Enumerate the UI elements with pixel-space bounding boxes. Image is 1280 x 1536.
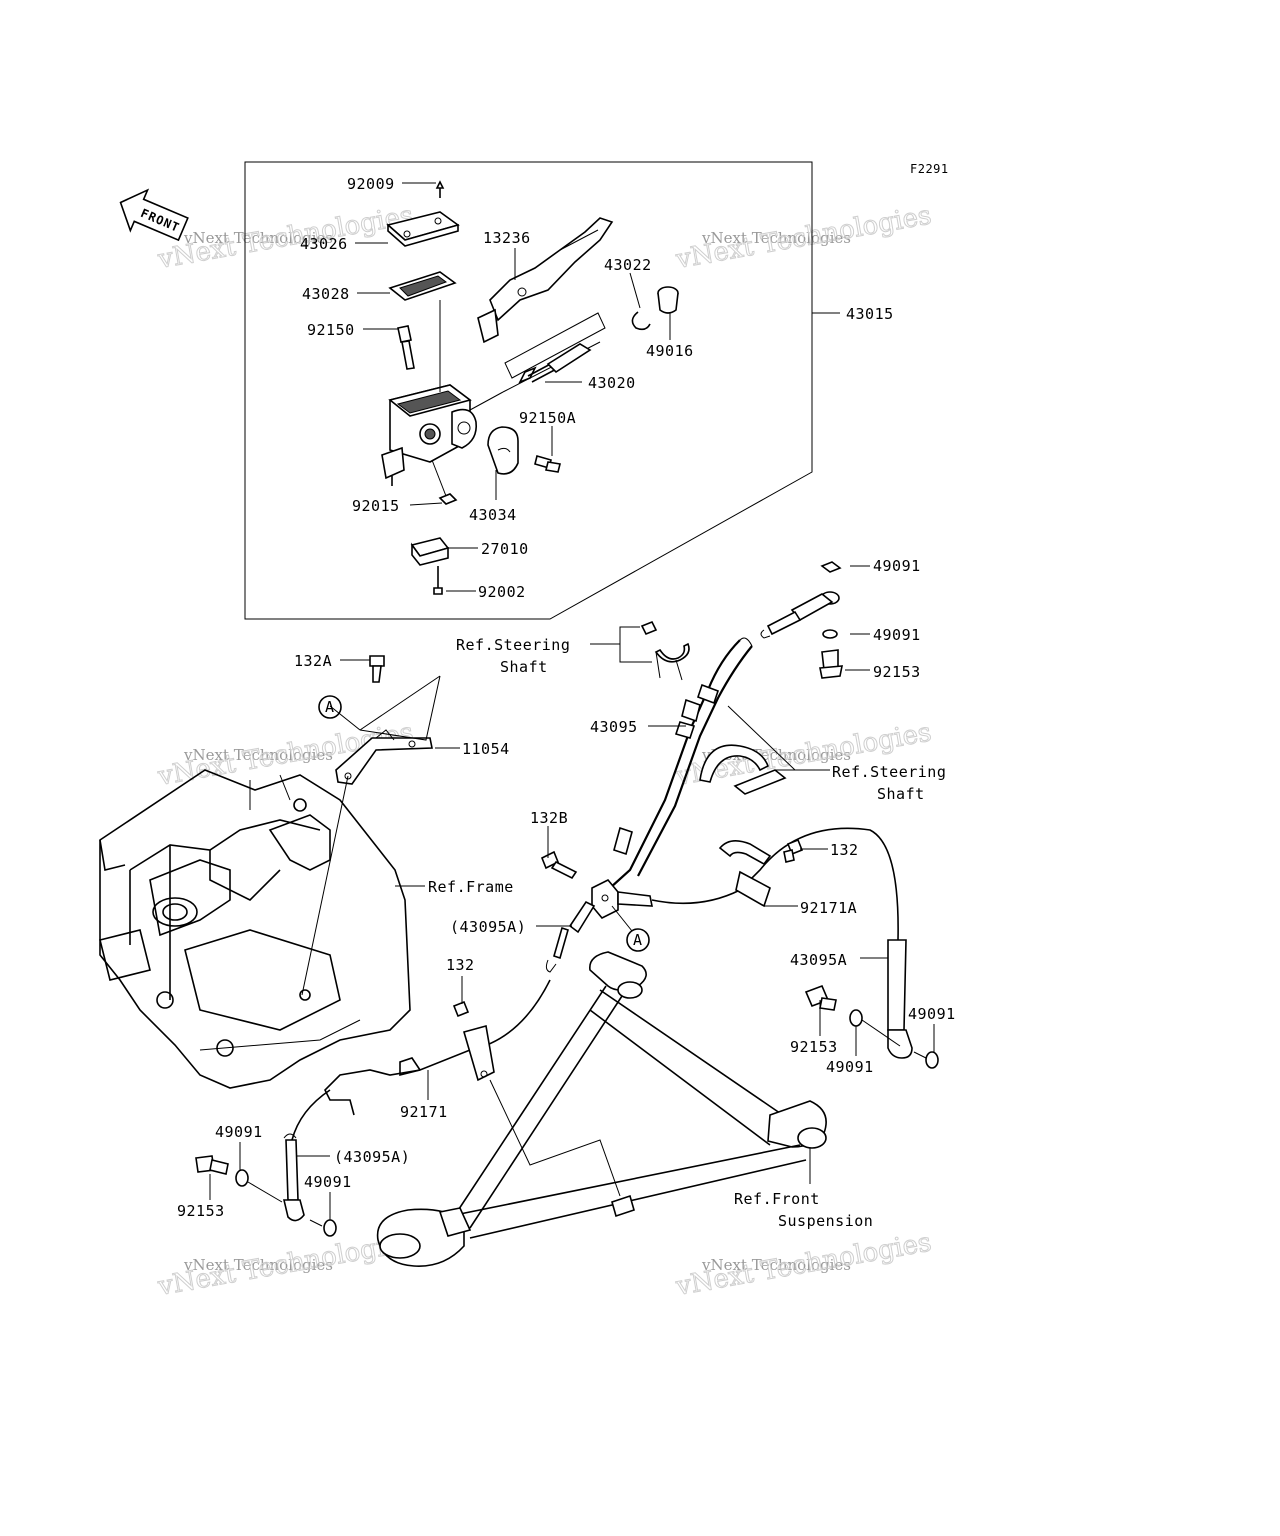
brake-line-icon: [282, 979, 551, 1222]
callout-label: 49016: [646, 342, 694, 360]
ref-marker-a: A: [611, 905, 650, 952]
brake-switch-icon: [410, 537, 450, 595]
ref-marker-label: A: [325, 698, 335, 716]
callout-label: (43095A): [450, 918, 526, 936]
callout-label: Shaft: [877, 785, 925, 803]
watermark: vNext Technologies vNext Technologies: [673, 200, 935, 276]
callout-label: 92153: [873, 663, 921, 681]
watermark-text: vNext Technologies: [701, 1256, 851, 1274]
callout-label: 13236: [483, 229, 531, 247]
leader-line: [329, 675, 441, 741]
clamp-icon: [487, 426, 519, 475]
callout-labels: 92009 43026 43028 92150 13236 43022 4901…: [177, 175, 956, 1230]
callout-label: 49091: [304, 1173, 352, 1191]
assembly-box: [244, 161, 813, 620]
callout-label: 49091: [215, 1123, 263, 1141]
callout-label: 43095: [590, 718, 638, 736]
brake-lever-icon: [477, 217, 614, 344]
callout-label: 49091: [826, 1058, 874, 1076]
watermark-text: vNext Technologies: [673, 200, 934, 275]
suspension-arm-icon: [376, 951, 827, 1267]
banjo-bolt-icon: [804, 984, 939, 1069]
master-cylinder-icon: [381, 384, 478, 486]
figure-code: F2291: [910, 162, 949, 176]
watermark-text: vNext Technologies: [183, 1256, 333, 1274]
callout-label: 132: [830, 841, 859, 859]
watermark-text: vNext Technologies: [183, 746, 333, 764]
callout-label: Ref.Steering: [456, 636, 570, 654]
callout-label: Ref.Frame: [428, 878, 514, 896]
callout-label: Ref.Front: [734, 1190, 820, 1208]
callout-label: 43020: [588, 374, 636, 392]
callout-label: 43022: [604, 256, 652, 274]
nut-icon: [438, 493, 458, 505]
callout-label: 92015: [352, 497, 400, 515]
brake-hose-icon: [609, 637, 753, 889]
watermark-text: vNext Technologies: [155, 717, 416, 792]
callout-label: 49091: [873, 557, 921, 575]
callout-label: 92171: [400, 1103, 448, 1121]
callout-label: 43095A: [790, 951, 847, 969]
callout-label: Ref.Steering: [832, 763, 946, 781]
ref-marker-a: A: [318, 695, 342, 719]
callout-label: (43095A): [334, 1148, 410, 1166]
callout-label: 43034: [469, 506, 517, 524]
three-way-joint-icon: [545, 879, 653, 973]
reservoir-cap-icon: [386, 180, 460, 301]
leader-line: [301, 775, 349, 996]
callout-label: 132A: [294, 652, 332, 670]
callout-label: 92171A: [800, 899, 857, 917]
callout-label: 92153: [177, 1202, 225, 1220]
callout-label: 92153: [790, 1038, 838, 1056]
watermark-text: vNext Technologies: [155, 200, 416, 275]
bolt-icon: [783, 838, 804, 863]
callout-label: Suspension: [778, 1212, 873, 1230]
watermark: vNext Technologies vNext Technologies: [155, 717, 417, 793]
boot-icon: [657, 286, 679, 314]
callout-label: 49091: [908, 1005, 956, 1023]
callout-label: 92150A: [519, 409, 576, 427]
watermark-text: vNext Technologies: [183, 229, 333, 247]
bracket-icon: [452, 1000, 495, 1082]
watermark-text: vNext Technologies: [701, 229, 851, 247]
watermark: vNext Technologies vNext Technologies: [155, 200, 417, 276]
leader-lines: [209, 565, 935, 1220]
bolt-icon: [540, 850, 578, 880]
circlip-icon: [631, 311, 651, 331]
bolt-icon: [534, 455, 561, 473]
callout-label: 132: [446, 956, 475, 974]
callout-label: 27010: [481, 540, 529, 558]
callout-label: 43028: [302, 285, 350, 303]
callout-label: 132B: [530, 809, 568, 827]
callout-label: 43026: [300, 235, 348, 253]
callout-label: 43015: [846, 305, 894, 323]
bracket-icon: [699, 705, 796, 795]
callout-label: 11054: [462, 740, 510, 758]
bolt-icon: [369, 655, 385, 683]
bracket-icon: [335, 729, 433, 785]
bolt-icon: [397, 325, 415, 370]
banjo-bolt-icon: [195, 1155, 337, 1237]
front-label: FRONT: [139, 206, 182, 235]
callout-label: 92002: [478, 583, 526, 601]
bracket-icon: [640, 620, 690, 681]
leader-line: [489, 1079, 621, 1197]
leader-line: [590, 626, 652, 663]
brake-line-icon: [651, 827, 913, 1059]
watermark: vNext Technologies vNext Technologies: [673, 1227, 935, 1303]
banjo-fitting-icon: [760, 561, 843, 679]
callout-label: 49091: [873, 626, 921, 644]
callout-label: 92009: [347, 175, 395, 193]
watermark-text: vNext Technologies: [673, 1227, 934, 1302]
watermark-text: vNext Technologies: [155, 1227, 416, 1302]
leader-lines: [355, 182, 671, 592]
front-arrow-icon: FRONT: [119, 188, 189, 242]
ref-marker-label: A: [633, 931, 643, 949]
callout-label: Shaft: [500, 658, 548, 676]
callout-label: 92150: [307, 321, 355, 339]
piston-assembly-icon: [502, 312, 606, 393]
watermark: vNext Technologies vNext Technologies: [155, 1227, 417, 1303]
frame-icon: [99, 769, 411, 1089]
